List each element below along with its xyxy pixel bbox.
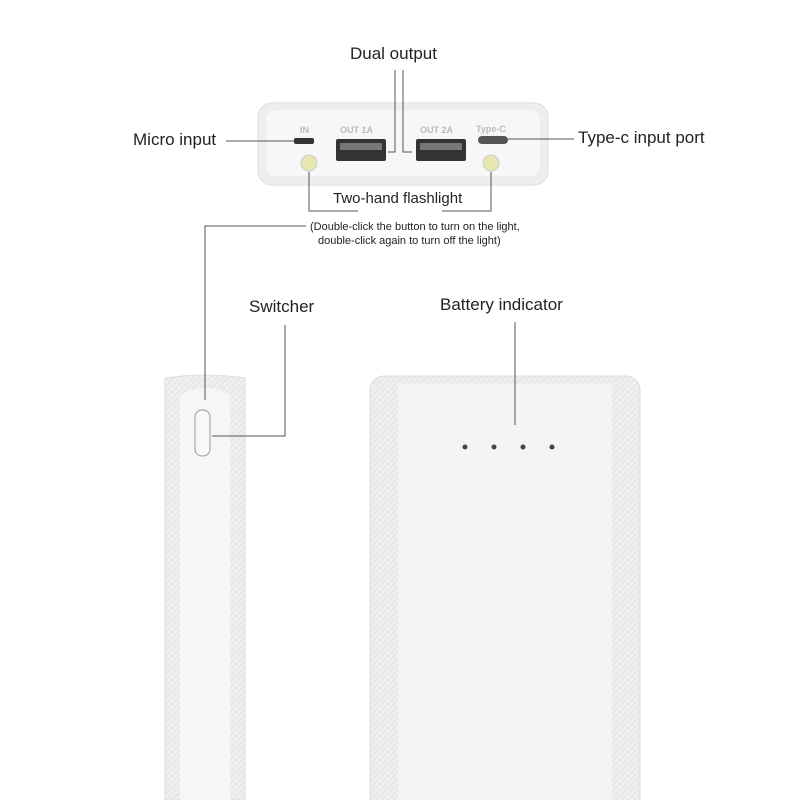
flashlight-led-left	[300, 154, 318, 172]
flashlight-note-line1: (Double-click the button to turn on the …	[310, 221, 520, 233]
switcher-button	[194, 409, 211, 457]
micro-usb-port	[294, 138, 314, 144]
leader-lines	[204, 70, 574, 437]
battery-led	[491, 444, 497, 450]
port-label-in: IN	[300, 125, 309, 135]
label-type-c-input: Type-c input port	[578, 128, 705, 147]
battery-indicator-leds	[462, 444, 555, 450]
label-flashlight: Two-hand flashlight	[333, 190, 463, 207]
label-micro-input: Micro input	[133, 130, 217, 149]
port-label-typec: Type-C	[476, 124, 506, 134]
battery-led	[520, 444, 526, 450]
flashlight-note-line2: double-click again to turn off the light…	[318, 235, 501, 247]
type-c-port	[478, 136, 508, 144]
side-view-device	[164, 374, 246, 800]
label-dual-output: Dual output	[350, 44, 437, 63]
flashlight-led-right	[482, 154, 500, 172]
label-switcher: Switcher	[249, 297, 315, 316]
label-battery-indicator: Battery indicator	[440, 295, 563, 314]
port-label-out2: OUT 2A	[420, 125, 454, 135]
port-label-out1: OUT 1A	[340, 125, 374, 135]
battery-led	[462, 444, 468, 450]
battery-led	[549, 444, 555, 450]
front-view-device	[369, 375, 641, 800]
